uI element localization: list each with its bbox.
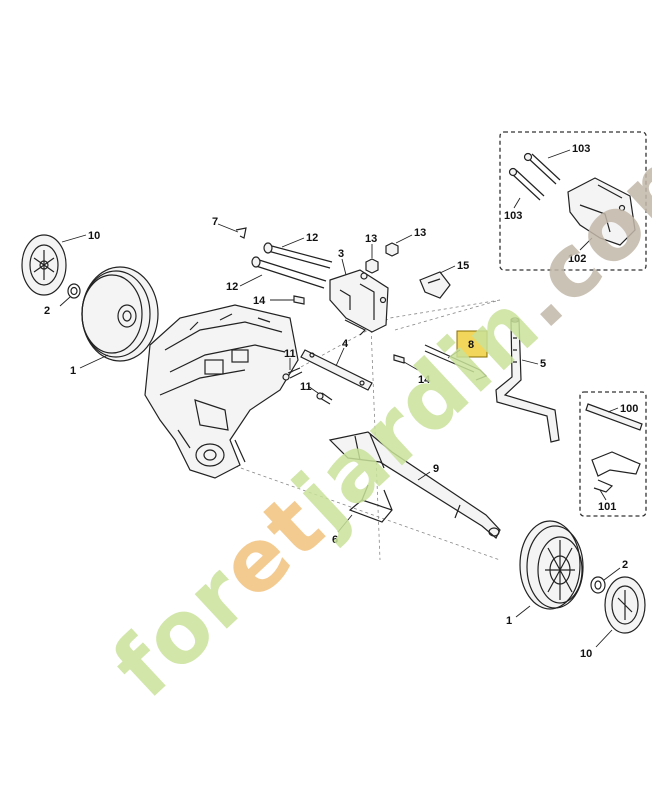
callout-13-right: 13 bbox=[414, 227, 426, 239]
callout-10-left: 10 bbox=[88, 230, 100, 242]
wheel-cap-right bbox=[604, 576, 646, 634]
callout-11-upper: 11 bbox=[284, 348, 296, 360]
callout-14-left: 14 bbox=[253, 295, 266, 307]
wheel-cap-left bbox=[21, 234, 67, 296]
wheel-left bbox=[81, 266, 159, 362]
callout-12-lower: 12 bbox=[226, 281, 238, 293]
part-8-highlight bbox=[456, 330, 488, 358]
callout-13-center: 13 bbox=[365, 233, 377, 245]
callout-102: 102 bbox=[568, 253, 586, 265]
wheel-right bbox=[519, 520, 584, 610]
pin-14-left bbox=[293, 295, 305, 305]
callout-15: 15 bbox=[457, 260, 469, 272]
nut-13-center bbox=[365, 258, 379, 274]
height-lever-5 bbox=[495, 317, 560, 443]
callout-1-left: 1 bbox=[70, 365, 76, 377]
screw-11-upper bbox=[282, 367, 303, 381]
watermark-part-3: jardin bbox=[274, 274, 560, 550]
bolt-12-upper bbox=[263, 242, 333, 269]
callout-3: 3 bbox=[338, 248, 344, 260]
callout-100: 100 bbox=[620, 403, 638, 415]
detail-box-bracket bbox=[499, 131, 647, 271]
callout-101: 101 bbox=[598, 501, 616, 513]
spring-6 bbox=[348, 484, 393, 523]
callout-9: 9 bbox=[433, 463, 439, 475]
callout-12-upper: 12 bbox=[306, 232, 318, 244]
bracket-3 bbox=[329, 269, 389, 336]
callout-7: 7 bbox=[212, 216, 218, 228]
washer-left bbox=[67, 283, 81, 299]
gearbox-housing bbox=[144, 304, 299, 479]
callout-1-right: 1 bbox=[506, 615, 512, 627]
clip-7 bbox=[235, 227, 247, 239]
bracket-15 bbox=[419, 271, 451, 299]
callout-2-left: 2 bbox=[44, 305, 50, 317]
callout-2-right: 2 bbox=[622, 559, 628, 571]
link-plate-4 bbox=[300, 349, 373, 391]
callout-4: 4 bbox=[342, 338, 349, 350]
rod-8 bbox=[424, 344, 488, 381]
callout-labels: 10 2 1 7 12 12 3 13 13 15 14 14 11 11 4 … bbox=[44, 143, 638, 660]
callout-103-upper: 103 bbox=[572, 143, 590, 155]
callout-5: 5 bbox=[540, 358, 546, 370]
screw-11-lower bbox=[316, 392, 333, 405]
callout-103-lower: 103 bbox=[504, 210, 522, 222]
callout-8: 8 bbox=[468, 339, 474, 351]
callout-6: 6 bbox=[332, 534, 338, 546]
pin-14-right bbox=[393, 354, 405, 364]
nut-13-right bbox=[385, 242, 399, 257]
callout-10-right: 10 bbox=[580, 648, 592, 660]
callout-11-lower: 11 bbox=[300, 381, 312, 393]
callout-14-right: 14 bbox=[418, 374, 431, 386]
bolt-12-lower bbox=[251, 256, 327, 289]
axle-9 bbox=[328, 431, 501, 539]
washer-right bbox=[590, 576, 606, 594]
leader-lines bbox=[59, 149, 621, 648]
